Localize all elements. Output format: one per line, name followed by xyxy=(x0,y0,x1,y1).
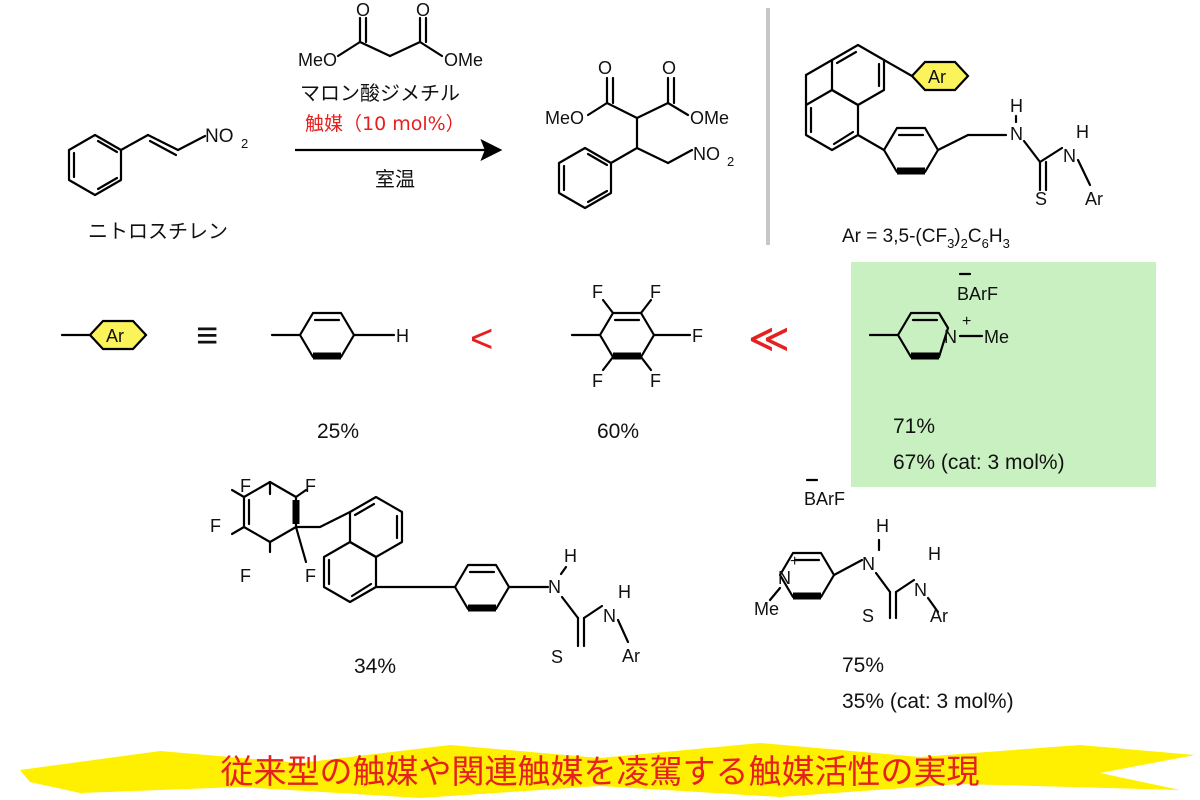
best-catalyst-highlight xyxy=(851,262,1156,487)
svg-text:S: S xyxy=(1035,189,1047,209)
svg-text:Ar: Ar xyxy=(622,646,640,666)
ar-badge-hexagon xyxy=(910,60,970,92)
svg-text:F: F xyxy=(692,326,703,346)
yield-pentafluorophenyl: 60% xyxy=(597,420,639,443)
svg-text:MeO: MeO xyxy=(545,108,584,128)
svg-text:H: H xyxy=(564,546,577,566)
svg-text:N: N xyxy=(1063,146,1076,166)
svg-text:N: N xyxy=(944,327,957,347)
ar-definition: Ar = 3,5-(CF3)2C6H3 xyxy=(842,226,1010,251)
svg-text:F: F xyxy=(592,371,603,391)
svg-text:OMe: OMe xyxy=(690,108,729,128)
svg-text:O: O xyxy=(598,58,612,78)
svg-text:H: H xyxy=(876,516,889,536)
svg-text:O: O xyxy=(356,0,370,20)
svg-text:N: N xyxy=(862,554,875,574)
svg-text:+: + xyxy=(962,313,971,330)
svg-text:H: H xyxy=(928,544,941,564)
pyridinium-group: N + Me BArF xyxy=(868,272,1009,360)
svg-text:Me: Me xyxy=(984,327,1009,347)
svg-text:Me: Me xyxy=(754,599,779,619)
svg-text:2: 2 xyxy=(727,154,734,169)
pentafluorophenyl-group: F F F F F xyxy=(570,282,703,391)
reaction-condition: 室温 xyxy=(375,167,415,191)
svg-text:F: F xyxy=(305,566,316,586)
svg-text:N: N xyxy=(778,568,791,588)
yield-related-b-10mol: 75% xyxy=(842,654,884,677)
svg-text:F: F xyxy=(210,516,221,536)
product-structure: MeO OMe O O NO 2 xyxy=(545,58,734,210)
yield-related-a: 34% xyxy=(354,655,396,678)
svg-text:H: H xyxy=(618,582,631,602)
equivalence-sign: ≡ xyxy=(196,315,218,357)
svg-text:Ar: Ar xyxy=(928,67,946,87)
svg-text:Ar: Ar xyxy=(106,326,124,346)
svg-text:Ar: Ar xyxy=(930,606,948,626)
svg-text:N: N xyxy=(548,577,561,597)
svg-text:+: + xyxy=(790,553,799,570)
svg-text:BArF: BArF xyxy=(957,284,998,304)
related-catalyst-a: F F F F F H N S N H Ar xyxy=(210,476,640,667)
svg-text:S: S xyxy=(862,606,874,626)
ar-badge xyxy=(88,319,148,351)
phenyl-group: H xyxy=(270,311,409,360)
catalyst-loading: 触媒（10 mol%） xyxy=(305,113,465,135)
svg-text:F: F xyxy=(240,476,251,496)
svg-text:N: N xyxy=(603,606,616,626)
substrate-name: ニトロスチレン xyxy=(88,219,228,243)
svg-text:S: S xyxy=(551,647,563,667)
much-less-than-sign: ≪ xyxy=(748,317,790,361)
less-than-sign: < xyxy=(470,317,493,361)
svg-text:H: H xyxy=(396,326,409,346)
svg-text:F: F xyxy=(650,282,661,302)
svg-text:N: N xyxy=(1010,124,1023,144)
svg-text:F: F xyxy=(592,282,603,302)
nitro-group: NO xyxy=(205,126,234,147)
yield-phenyl: 25% xyxy=(317,420,359,443)
malonate-structure: O O MeO OMe xyxy=(298,0,483,70)
svg-text:BArF: BArF xyxy=(804,489,845,509)
svg-text:Ar: Ar xyxy=(1085,189,1103,209)
svg-text:F: F xyxy=(305,476,316,496)
svg-text:H: H xyxy=(1010,96,1023,116)
svg-text:OMe: OMe xyxy=(444,50,483,70)
svg-text:MeO: MeO xyxy=(298,50,337,70)
yield-pyridinium-10mol: 71% xyxy=(893,415,935,438)
svg-text:H: H xyxy=(1076,122,1089,142)
related-catalyst-b: BArF N + Me N H S N H Ar xyxy=(754,478,948,626)
catalyst-structure: Ar H N S N H Ar xyxy=(804,43,1103,209)
svg-text:O: O xyxy=(416,0,430,20)
svg-text:F: F xyxy=(240,566,251,586)
conclusion-banner: 従来型の触媒や関連触媒を凌駕する触媒活性の実現 xyxy=(221,752,980,791)
nitrostyrene-structure: NO 2 xyxy=(67,126,248,197)
svg-text:NO: NO xyxy=(693,144,720,164)
svg-text:O: O xyxy=(662,58,676,78)
svg-text:F: F xyxy=(650,371,661,391)
svg-text:2: 2 xyxy=(241,136,248,151)
svg-text:N: N xyxy=(914,580,927,600)
yield-related-b-3mol: 35% (cat: 3 mol%) xyxy=(842,690,1014,713)
banner-burst xyxy=(20,743,1195,798)
yield-pyridinium-3mol: 67% (cat: 3 mol%) xyxy=(893,451,1065,474)
reagent-name: マロン酸ジメチル xyxy=(300,81,460,105)
